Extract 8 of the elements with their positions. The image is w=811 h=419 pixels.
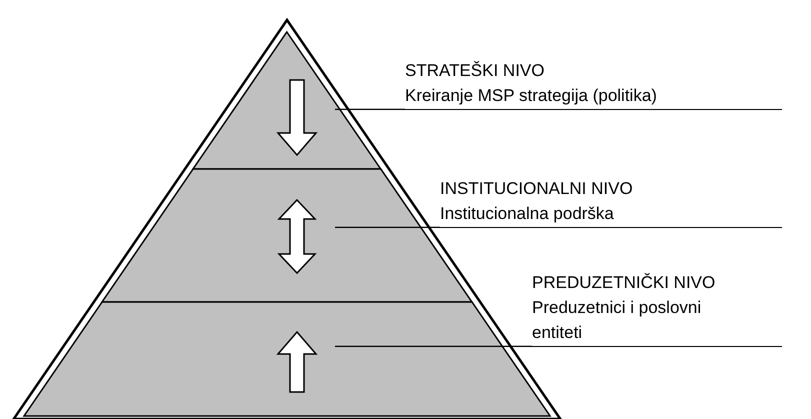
leader-line: [335, 108, 405, 110]
level-description: Institucionalna podrška: [440, 203, 615, 225]
level-title: INSTITUCIONALNI NIVO: [440, 178, 634, 200]
level-description: Preduzetnici i poslovni entiteti: [532, 297, 702, 344]
level-title: STRATEŠKI NIVO: [405, 60, 546, 82]
level-title: PREDUZETNIČKI NIVO: [532, 272, 716, 294]
leader-line: [335, 346, 532, 347]
level-description: Kreiranje MSP strategija (politika): [405, 85, 658, 107]
